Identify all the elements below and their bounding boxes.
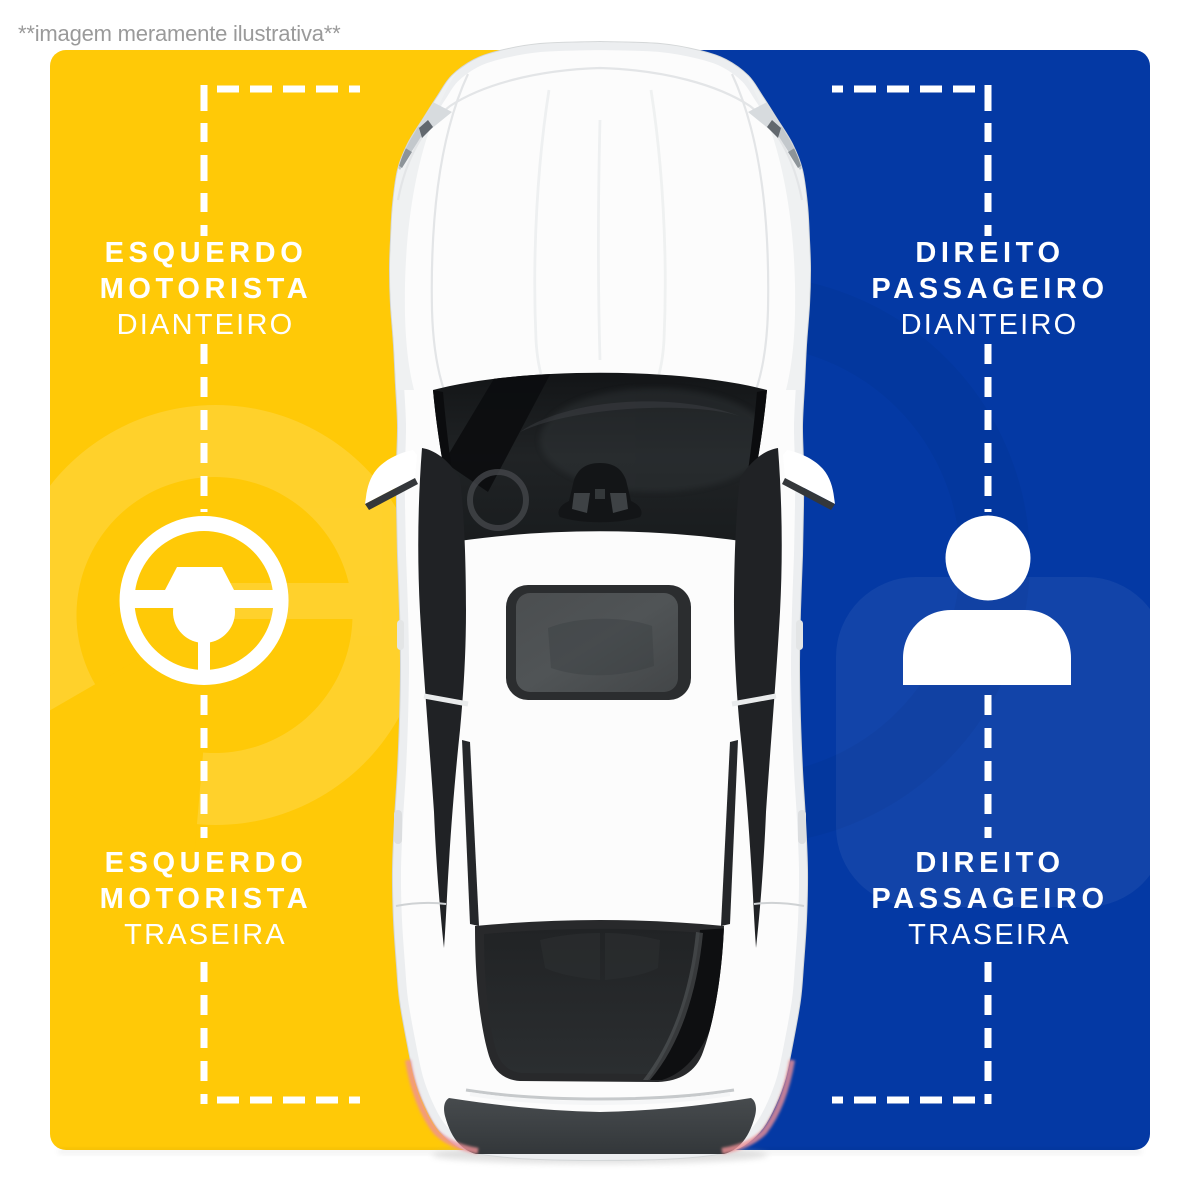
- svg-text:DIANTEIRO: DIANTEIRO: [901, 309, 1079, 341]
- svg-text:ESQUERDO: ESQUERDO: [105, 847, 308, 879]
- svg-text:DIREITO: DIREITO: [915, 847, 1064, 879]
- svg-text:DIANTEIRO: DIANTEIRO: [117, 309, 295, 341]
- svg-text:TRASEIRA: TRASEIRA: [908, 919, 1071, 951]
- svg-text:PASSAGEIRO: PASSAGEIRO: [871, 883, 1108, 915]
- svg-text:TRASEIRA: TRASEIRA: [124, 919, 287, 951]
- svg-text:ESQUERDO: ESQUERDO: [105, 237, 308, 269]
- svg-text:PASSAGEIRO: PASSAGEIRO: [871, 273, 1108, 305]
- svg-text:DIREITO: DIREITO: [915, 237, 1064, 269]
- svg-text:MOTORISTA: MOTORISTA: [100, 273, 313, 305]
- svg-text:**imagem meramente ilustrativa: **imagem meramente ilustrativa**: [18, 21, 341, 46]
- svg-text:MOTORISTA: MOTORISTA: [100, 883, 313, 915]
